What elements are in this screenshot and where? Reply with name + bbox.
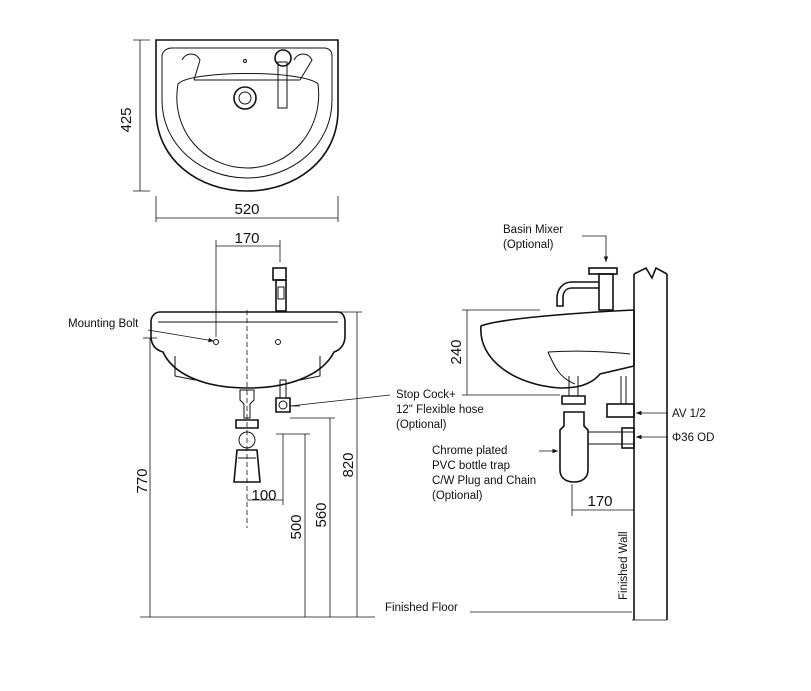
mixer-body-side (598, 273, 614, 311)
trap-label-3: C/W Plug and Chain (432, 475, 536, 487)
outlet-pipe (587, 431, 635, 445)
stop-cock-label-3: (Optional) (396, 419, 447, 431)
stop-cock-label-1: Stop Cock+ (396, 389, 456, 401)
mixer-spout-front (272, 267, 287, 281)
mixer-handle-side (588, 267, 618, 275)
top-view: 425 520 (118, 39, 339, 222)
dim-500: 500 (288, 514, 305, 539)
trap-front (239, 389, 255, 419)
trap-label-1: Chrome plated (432, 445, 507, 457)
trap-label-2: PVC bottle trap (432, 460, 510, 472)
basin-bowl (176, 73, 320, 169)
mounting-bolt-label: Mounting Bolt (68, 318, 139, 330)
finished-wall-label: Finished Wall (618, 531, 630, 600)
dim-100: 100 (251, 487, 276, 504)
basin-inner-rim (161, 47, 333, 179)
finished-wall (633, 266, 668, 280)
drain-outer (233, 86, 257, 110)
drain-inner (238, 91, 252, 105)
dim-240: 240 (448, 339, 465, 364)
dim-560: 560 (313, 502, 330, 527)
av-label: AV 1/2 (672, 408, 706, 420)
dim-770: 770 (134, 468, 151, 493)
tap-deck (181, 53, 313, 81)
basin-outline-top (155, 39, 339, 192)
dim-520: 520 (234, 201, 259, 218)
side-view: Finished Wall Basin Mixer (Optional) 240… (432, 224, 714, 621)
mounting-bolt-right (275, 339, 281, 345)
basin-front-outline (150, 311, 346, 389)
dim-170-side: 170 (587, 493, 612, 510)
od-label: Φ36 OD (672, 432, 714, 444)
angle-valve (606, 403, 635, 418)
front-view: 170 Mounting Bolt Stop Cock+ 12" Flexibl… (68, 230, 632, 618)
basin-mixer-label-2: (Optional) (503, 239, 554, 251)
mixer-lever-top (277, 61, 288, 109)
basin-side-outline (480, 309, 635, 389)
dim-425: 425 (118, 107, 135, 132)
mounting-bolt-left (213, 339, 219, 345)
overflow-hole (243, 59, 247, 63)
trap-label-4: (Optional) (432, 490, 483, 502)
stop-cock-front (275, 397, 291, 413)
mixer-spout-side (556, 281, 599, 307)
finished-floor-label: Finished Floor (385, 602, 458, 614)
mixer-body-top (274, 49, 292, 67)
mixer-body-front (275, 279, 287, 312)
basin-mixer-label-1: Basin Mixer (503, 224, 563, 236)
dim-170-front: 170 (234, 230, 259, 247)
stop-cock-label-2: 12" Flexible hose (396, 404, 484, 416)
trap-side (559, 411, 589, 483)
dim-820: 820 (340, 452, 357, 477)
